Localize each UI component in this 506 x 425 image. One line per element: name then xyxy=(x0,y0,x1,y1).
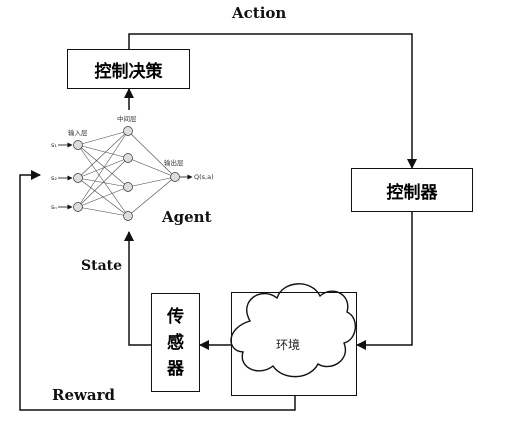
output-q-label: Q(s,a) xyxy=(194,173,214,181)
environment-cloud xyxy=(230,283,356,378)
controller-label: 控制器 xyxy=(386,182,438,203)
output-layer-label: 输出层 xyxy=(164,159,184,167)
sensor-box: 传 感 器 xyxy=(151,293,200,392)
controller-box: 控制器 xyxy=(351,168,473,212)
hidden-neuron xyxy=(123,211,133,221)
neurons xyxy=(73,126,180,221)
hidden-neuron xyxy=(123,153,133,163)
input-neuron xyxy=(73,140,83,150)
reward-label: Reward xyxy=(52,386,116,404)
agent-label: Agent xyxy=(162,208,212,226)
hidden-layer-label: 中间层 xyxy=(117,115,137,123)
input-s2-label: s₂ xyxy=(51,174,57,182)
action-label: Action xyxy=(232,4,287,22)
input-s1-label: s₁ xyxy=(51,141,57,149)
input-sn-label: sₙ xyxy=(51,203,57,211)
decision-box: 控制决策 xyxy=(67,49,190,89)
sensor-label-1: 传 xyxy=(167,306,184,327)
controller-to-environment-line xyxy=(356,212,413,350)
input-neuron xyxy=(73,173,83,183)
action-line xyxy=(128,33,417,169)
decision-label: 控制决策 xyxy=(94,61,163,82)
network-edges xyxy=(77,130,176,217)
environment-label: 环境 xyxy=(276,338,301,352)
input-arrows xyxy=(58,142,193,210)
sensor-label-2: 感 xyxy=(167,332,184,353)
reward-line xyxy=(19,170,296,411)
hidden-neuron xyxy=(123,182,133,192)
input-layer-label: 输入层 xyxy=(68,129,88,137)
input-neuron xyxy=(73,202,83,212)
state-line xyxy=(124,231,151,346)
output-neuron xyxy=(170,172,180,182)
sensor-label-3: 器 xyxy=(167,358,184,379)
environment-box xyxy=(231,292,357,396)
state-label: State xyxy=(81,258,123,274)
hidden-neuron xyxy=(123,126,133,136)
